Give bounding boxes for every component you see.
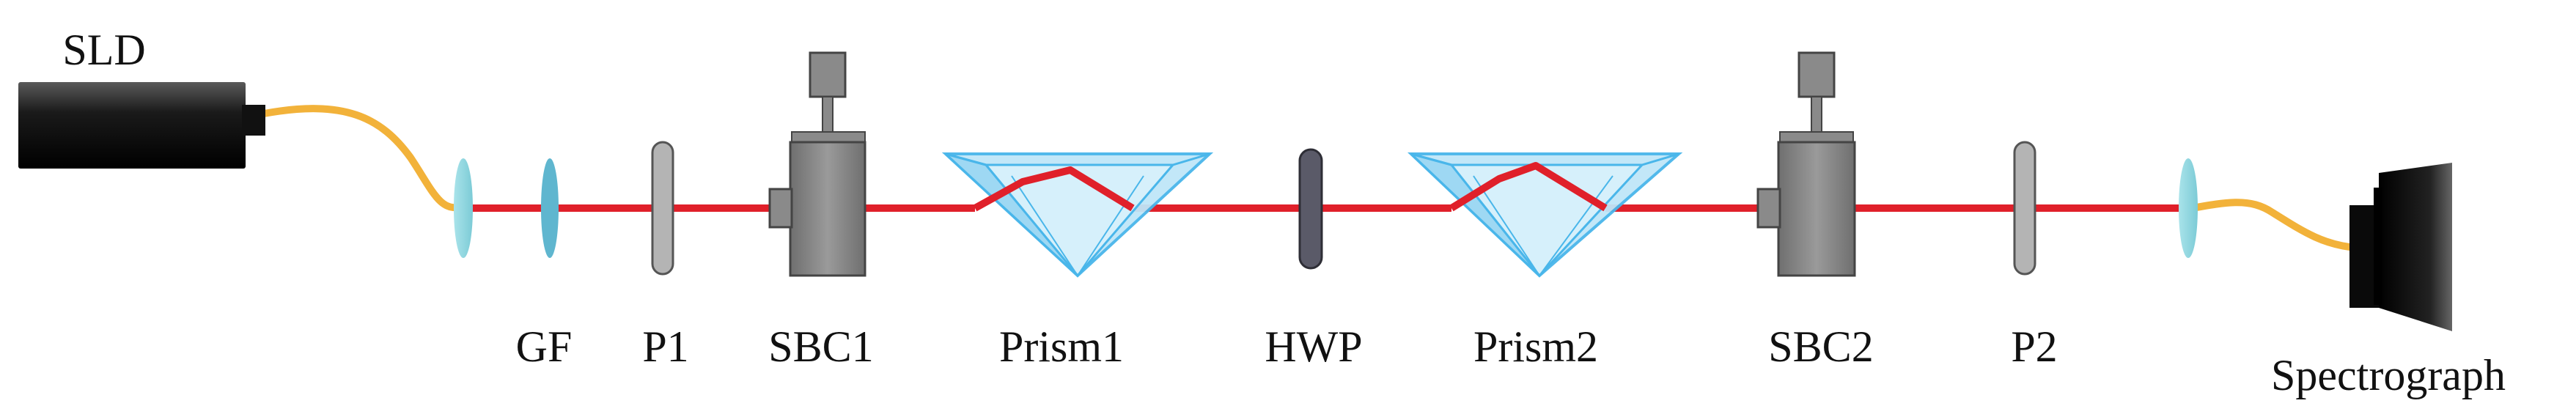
prism2-icon (1407, 152, 1683, 278)
gf-filter-icon (541, 158, 559, 258)
label-gf: GF (515, 322, 573, 371)
coupling-lens-icon (2179, 158, 2198, 258)
label-sbc2: SBC2 (1768, 322, 1874, 371)
label-spectrograph: Spectrograph (2271, 351, 2506, 399)
sld-source-icon (18, 82, 265, 169)
label-sbc1: SBC1 (768, 322, 874, 371)
label-hwp: HWP (1265, 322, 1363, 371)
sbc1-compensator-icon (768, 51, 866, 277)
spectrograph-icon (2349, 163, 2452, 331)
label-p1: P1 (642, 322, 689, 371)
collimating-lens-icon (454, 158, 473, 258)
prism1-icon (941, 152, 1214, 278)
output-fiber (2185, 199, 2360, 251)
sbc2-compensator-icon (1756, 51, 1856, 277)
label-prism2: Prism2 (1473, 322, 1599, 371)
p1-polarizer-icon (651, 141, 674, 276)
label-prism1: Prism1 (998, 322, 1125, 371)
label-p2: P2 (2011, 322, 2058, 371)
label-sld: SLD (62, 26, 146, 74)
hwp-waveplate-icon (1298, 148, 1323, 270)
input-fiber (260, 105, 465, 212)
p2-polarizer-icon (2013, 141, 2036, 276)
